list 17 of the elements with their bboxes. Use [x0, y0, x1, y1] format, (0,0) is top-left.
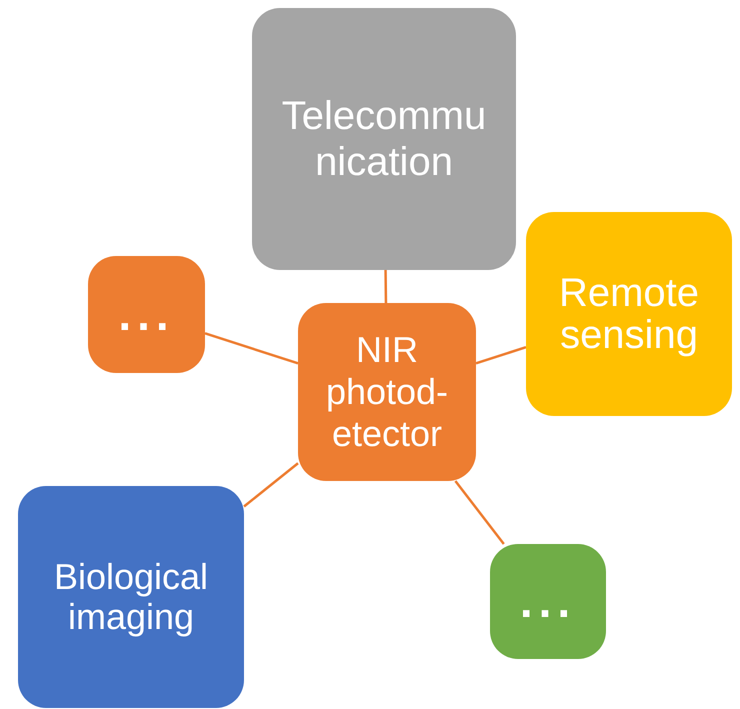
- topic-label: Biological imaging: [52, 557, 210, 637]
- connector-line: [454, 480, 505, 545]
- topic-label: ...: [118, 287, 175, 342]
- connector-line: [243, 462, 299, 508]
- connector-line: [384, 270, 388, 304]
- topic-label: Remote sensing: [558, 272, 700, 356]
- topic-box: [252, 8, 516, 270]
- topic-label: Telecommunication: [280, 93, 488, 185]
- topic-label: ...: [520, 574, 576, 629]
- connector-line: [476, 346, 526, 364]
- topic-box: [298, 303, 476, 481]
- topic-box: [490, 544, 606, 659]
- topic-box: [526, 212, 732, 416]
- connector-line: [204, 332, 298, 364]
- topic-box: [18, 486, 244, 708]
- topic-label: NIR photod-etector: [324, 329, 450, 455]
- topic-box: [88, 256, 205, 373]
